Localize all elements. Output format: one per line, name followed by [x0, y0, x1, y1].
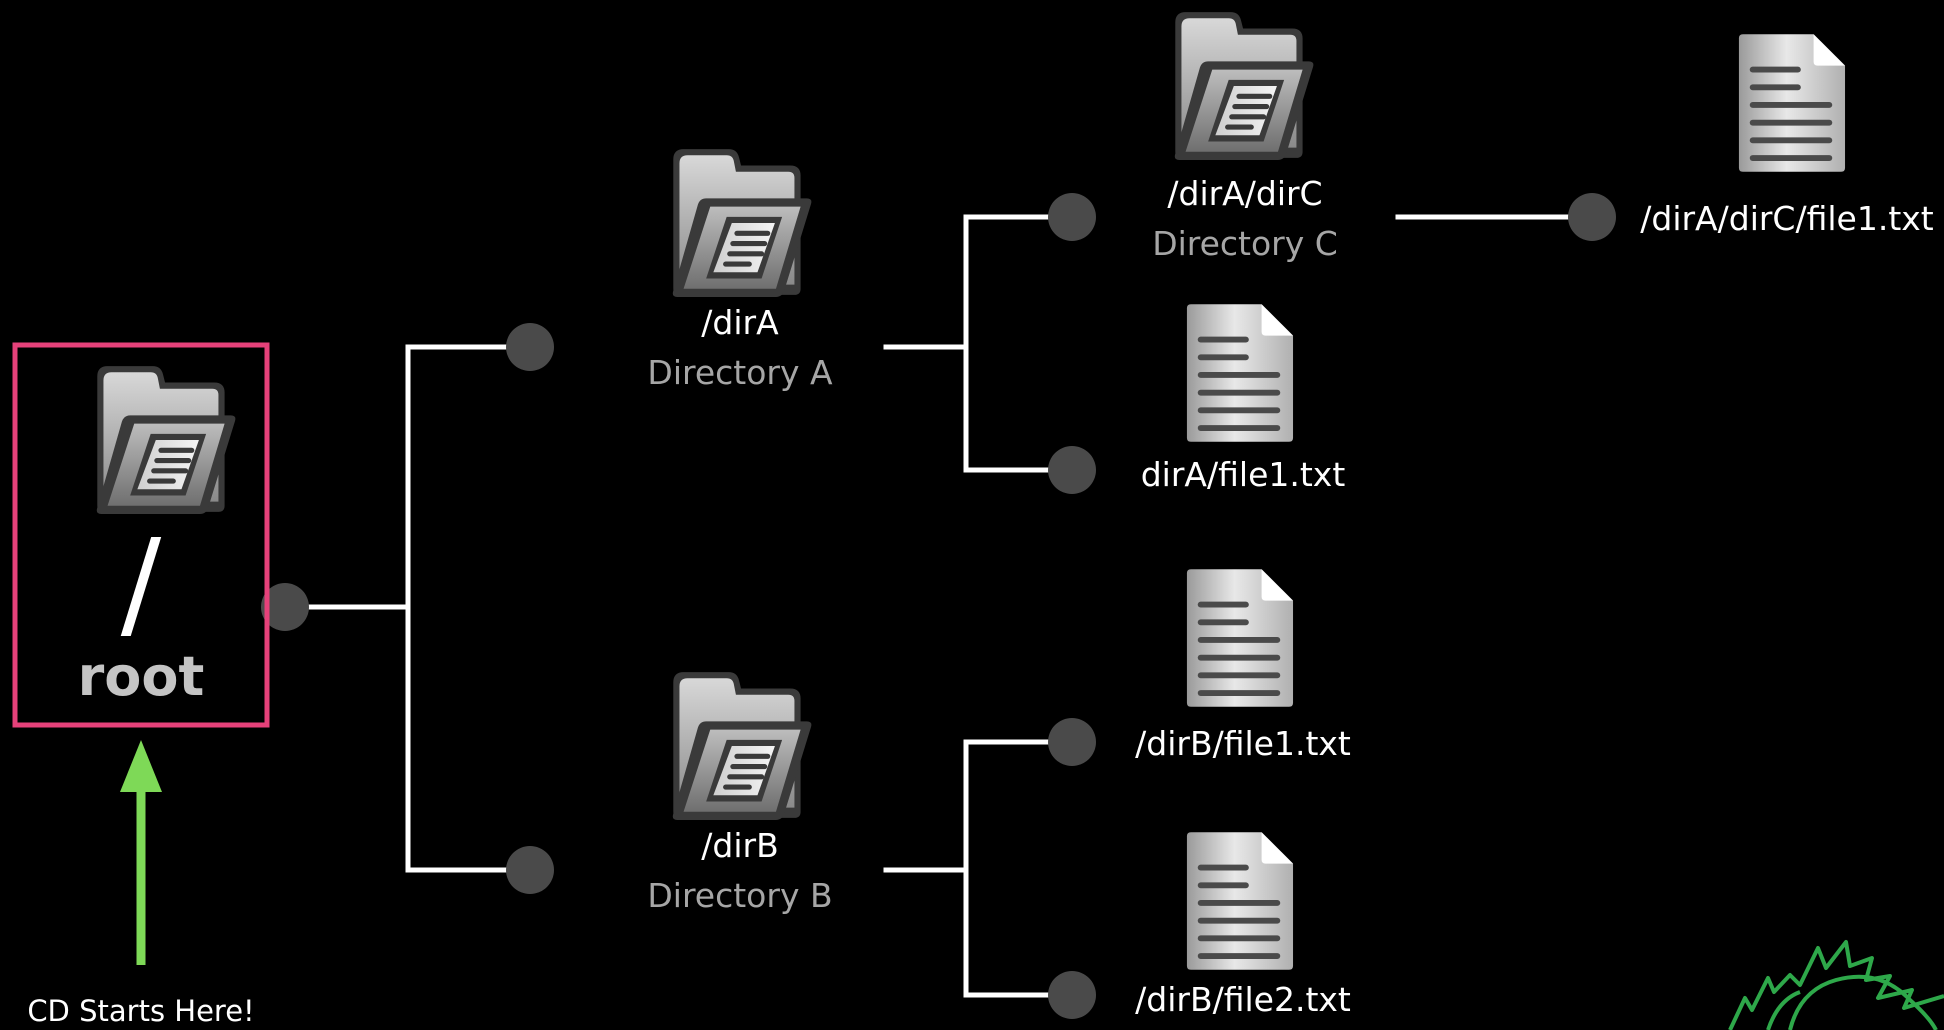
- file-icon[interactable]: [1187, 569, 1293, 707]
- node-dot-dirC[interactable]: [1048, 193, 1096, 241]
- dirA-file1-label: dirA/file1.txt: [1140, 455, 1346, 494]
- dragon-logo-icon: [1728, 940, 1944, 1030]
- folder-icon[interactable]: [673, 149, 812, 297]
- folder-icon[interactable]: [1175, 12, 1314, 160]
- dirA-path-label: /dirA: [701, 303, 779, 342]
- tree-nodes: [261, 193, 1616, 1019]
- dirC-description-label: Directory C: [1152, 224, 1338, 263]
- node-dot-dirB[interactable]: [506, 846, 554, 894]
- dirB-path-label: /dirB: [701, 826, 779, 865]
- dirA-description-label: Directory A: [647, 353, 833, 392]
- root-highlight-box: [12, 342, 270, 728]
- dirB-description-label: Directory B: [647, 876, 833, 915]
- node-dot-dirA-file1[interactable]: [1048, 446, 1096, 494]
- node-dot-dirB-file1[interactable]: [1048, 718, 1096, 766]
- dirC-file1-label: /dirA/dirC/file1.txt: [1640, 199, 1934, 238]
- arrow-up-icon: [120, 740, 162, 965]
- cd-starts-here-label: CD Starts Here!: [27, 994, 255, 1028]
- file-icon[interactable]: [1187, 832, 1293, 970]
- file-icon[interactable]: [1187, 304, 1293, 442]
- root-slash-label: /: [120, 515, 162, 654]
- file-icon[interactable]: [1739, 34, 1845, 172]
- root-name-label: root: [77, 645, 205, 708]
- node-dot-dirC-file1[interactable]: [1568, 193, 1616, 241]
- node-dot-root[interactable]: [261, 583, 309, 631]
- node-dot-dirA[interactable]: [506, 323, 554, 371]
- dirC-path-label: /dirA/dirC: [1167, 174, 1323, 213]
- folder-icon[interactable]: [97, 366, 236, 514]
- tree-connectors: [285, 214, 1595, 998]
- dirB-file2-label: /dirB/file2.txt: [1135, 980, 1351, 1019]
- folder-icon[interactable]: [673, 672, 812, 820]
- dirB-file1-label: /dirB/file1.txt: [1135, 724, 1351, 763]
- node-dot-dirB-file2[interactable]: [1048, 971, 1096, 1019]
